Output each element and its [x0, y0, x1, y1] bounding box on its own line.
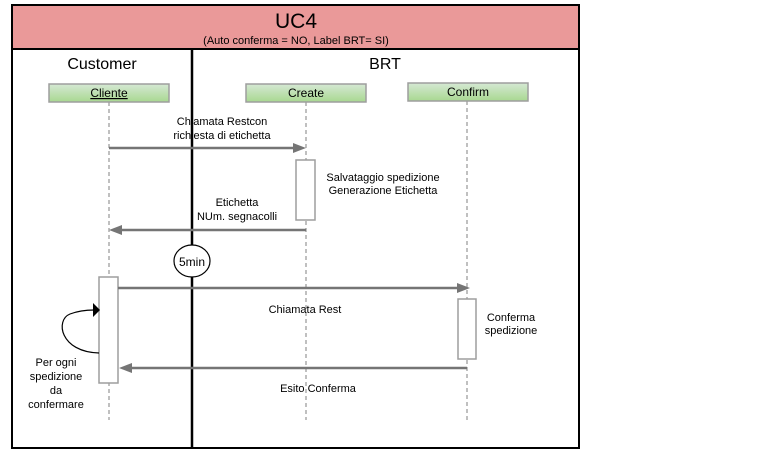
- message-label: Esito Conferma: [280, 383, 357, 395]
- message-label-line2: NUm. segnacolli: [197, 211, 277, 223]
- loop-arrowhead-icon: [93, 303, 100, 317]
- arrowhead-left-icon: [109, 225, 122, 235]
- participant-confirm[interactable]: Confirm: [407, 82, 529, 102]
- message-label-line1: Chiamata Restcon: [177, 116, 268, 128]
- header-subtitle: (Auto conferma = NO, Label BRT= SI): [203, 35, 389, 47]
- swimlane-label-customer: Customer: [67, 56, 137, 73]
- participant-label-create: Create: [288, 86, 324, 100]
- message-label-line1: Etichetta: [216, 197, 260, 209]
- message-label-line2: richiesta di etichetta: [173, 130, 271, 142]
- loop-note-line2: spedizione: [30, 371, 83, 383]
- activation-confirm-note-line2: spedizione: [485, 325, 538, 337]
- message-confirm-response: Esito Conferma: [119, 363, 467, 395]
- header-title: UC4: [275, 10, 317, 33]
- loop-note-line1: Per ogni: [36, 357, 77, 369]
- header-banner: [11, 4, 580, 50]
- self-loop-arrow: [61, 309, 100, 354]
- participant-create[interactable]: Create: [245, 83, 367, 103]
- swimlane-label-brt: BRT: [369, 56, 401, 73]
- arrowhead-right-icon: [293, 143, 306, 153]
- participant-label-cliente: Cliente: [90, 86, 128, 100]
- activation-confirm: [457, 298, 477, 360]
- message-label: Chiamata Rest: [269, 304, 342, 316]
- activation-create: [295, 159, 316, 221]
- arrowhead-right-icon: [457, 283, 470, 293]
- timer-circle-icon: [173, 244, 211, 278]
- activation-create-note-line1: Salvataggio spedizione: [326, 172, 439, 184]
- participant-cliente[interactable]: Cliente: [48, 83, 170, 103]
- loop-note-line4: confermare: [28, 399, 84, 411]
- arrowhead-left-icon: [119, 363, 132, 373]
- message-confirm-request: Chiamata Rest: [118, 283, 470, 316]
- activation-create-note-line2: Generazione Etichetta: [329, 185, 439, 197]
- participant-label-confirm: Confirm: [447, 85, 489, 99]
- loop-note-line3: da: [50, 385, 63, 397]
- activation-cliente: [98, 276, 119, 384]
- message-label-response: Etichetta NUm. segnacolli: [109, 197, 306, 235]
- timer-label: 5min: [179, 255, 205, 269]
- timer-5min: 5min: [173, 244, 211, 278]
- message-request-label: Chiamata Restcon richiesta di etichetta: [109, 116, 306, 153]
- activation-confirm-note-line1: Conferma: [487, 312, 536, 324]
